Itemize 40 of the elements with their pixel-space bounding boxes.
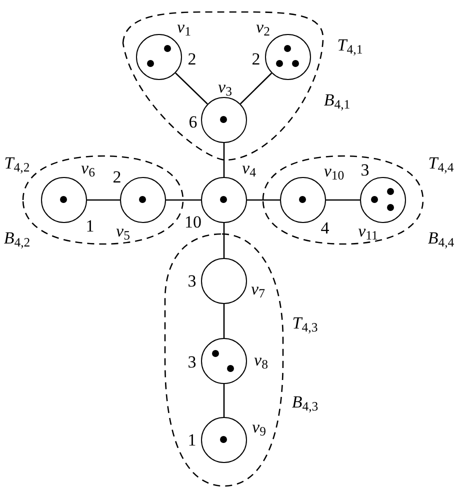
weight-label: 3 xyxy=(360,162,370,178)
weight-label: 2 xyxy=(188,50,196,68)
weight-label: 10 xyxy=(184,214,202,230)
vertex-label: v$_{11}$ xyxy=(358,222,378,240)
region-label: T$_{4,1}$ xyxy=(337,36,363,54)
weight-label: 1 xyxy=(86,218,94,234)
vertex-label: v$_{3}$ xyxy=(218,78,232,96)
region-label: B$_{4,4}$ xyxy=(428,230,454,246)
edge-line xyxy=(166,199,201,201)
weight-label: 2 xyxy=(252,50,260,68)
weight-label: 2 xyxy=(112,168,122,186)
region-label: B$_{4,1}$ xyxy=(324,92,350,108)
region-label: T$_{4,2}$ xyxy=(4,154,30,172)
edge-line xyxy=(223,143,225,177)
edge-line xyxy=(223,384,225,417)
edge-line xyxy=(223,223,225,258)
edge-line xyxy=(87,199,120,201)
region-label: B$_{4,3}$ xyxy=(292,394,318,410)
vertex-label: v$_{2}$ xyxy=(256,18,270,36)
vertex-label: v$_{7}$ xyxy=(251,280,265,298)
vertex-label: v$_{6}$ xyxy=(81,160,95,176)
edge-line xyxy=(326,199,360,201)
vertex-label: v$_{9}$ xyxy=(252,418,266,436)
edge-line xyxy=(240,72,272,104)
weight-label: 1 xyxy=(188,432,196,448)
weight-label: 3 xyxy=(188,354,196,370)
weight-label: 3 xyxy=(188,272,196,290)
weight-label: 4 xyxy=(320,220,330,236)
vertex-label: v$_{4}$ xyxy=(242,160,256,176)
vertex-label: v$_{5}$ xyxy=(116,222,130,240)
edge-line xyxy=(223,304,225,338)
edge-line xyxy=(247,199,280,201)
vertex-label: v$_{1}$ xyxy=(177,18,191,36)
region-label: T$_{4,4}$ xyxy=(428,154,454,172)
region-label: B$_{4,2}$ xyxy=(4,230,30,246)
vertex-label: v$_{10}$ xyxy=(324,162,344,180)
edge-line xyxy=(175,72,208,104)
vertex-label: v$_{8}$ xyxy=(254,352,268,368)
region-label: T$_{4,3}$ xyxy=(292,314,318,332)
weight-label: 6 xyxy=(188,114,198,130)
